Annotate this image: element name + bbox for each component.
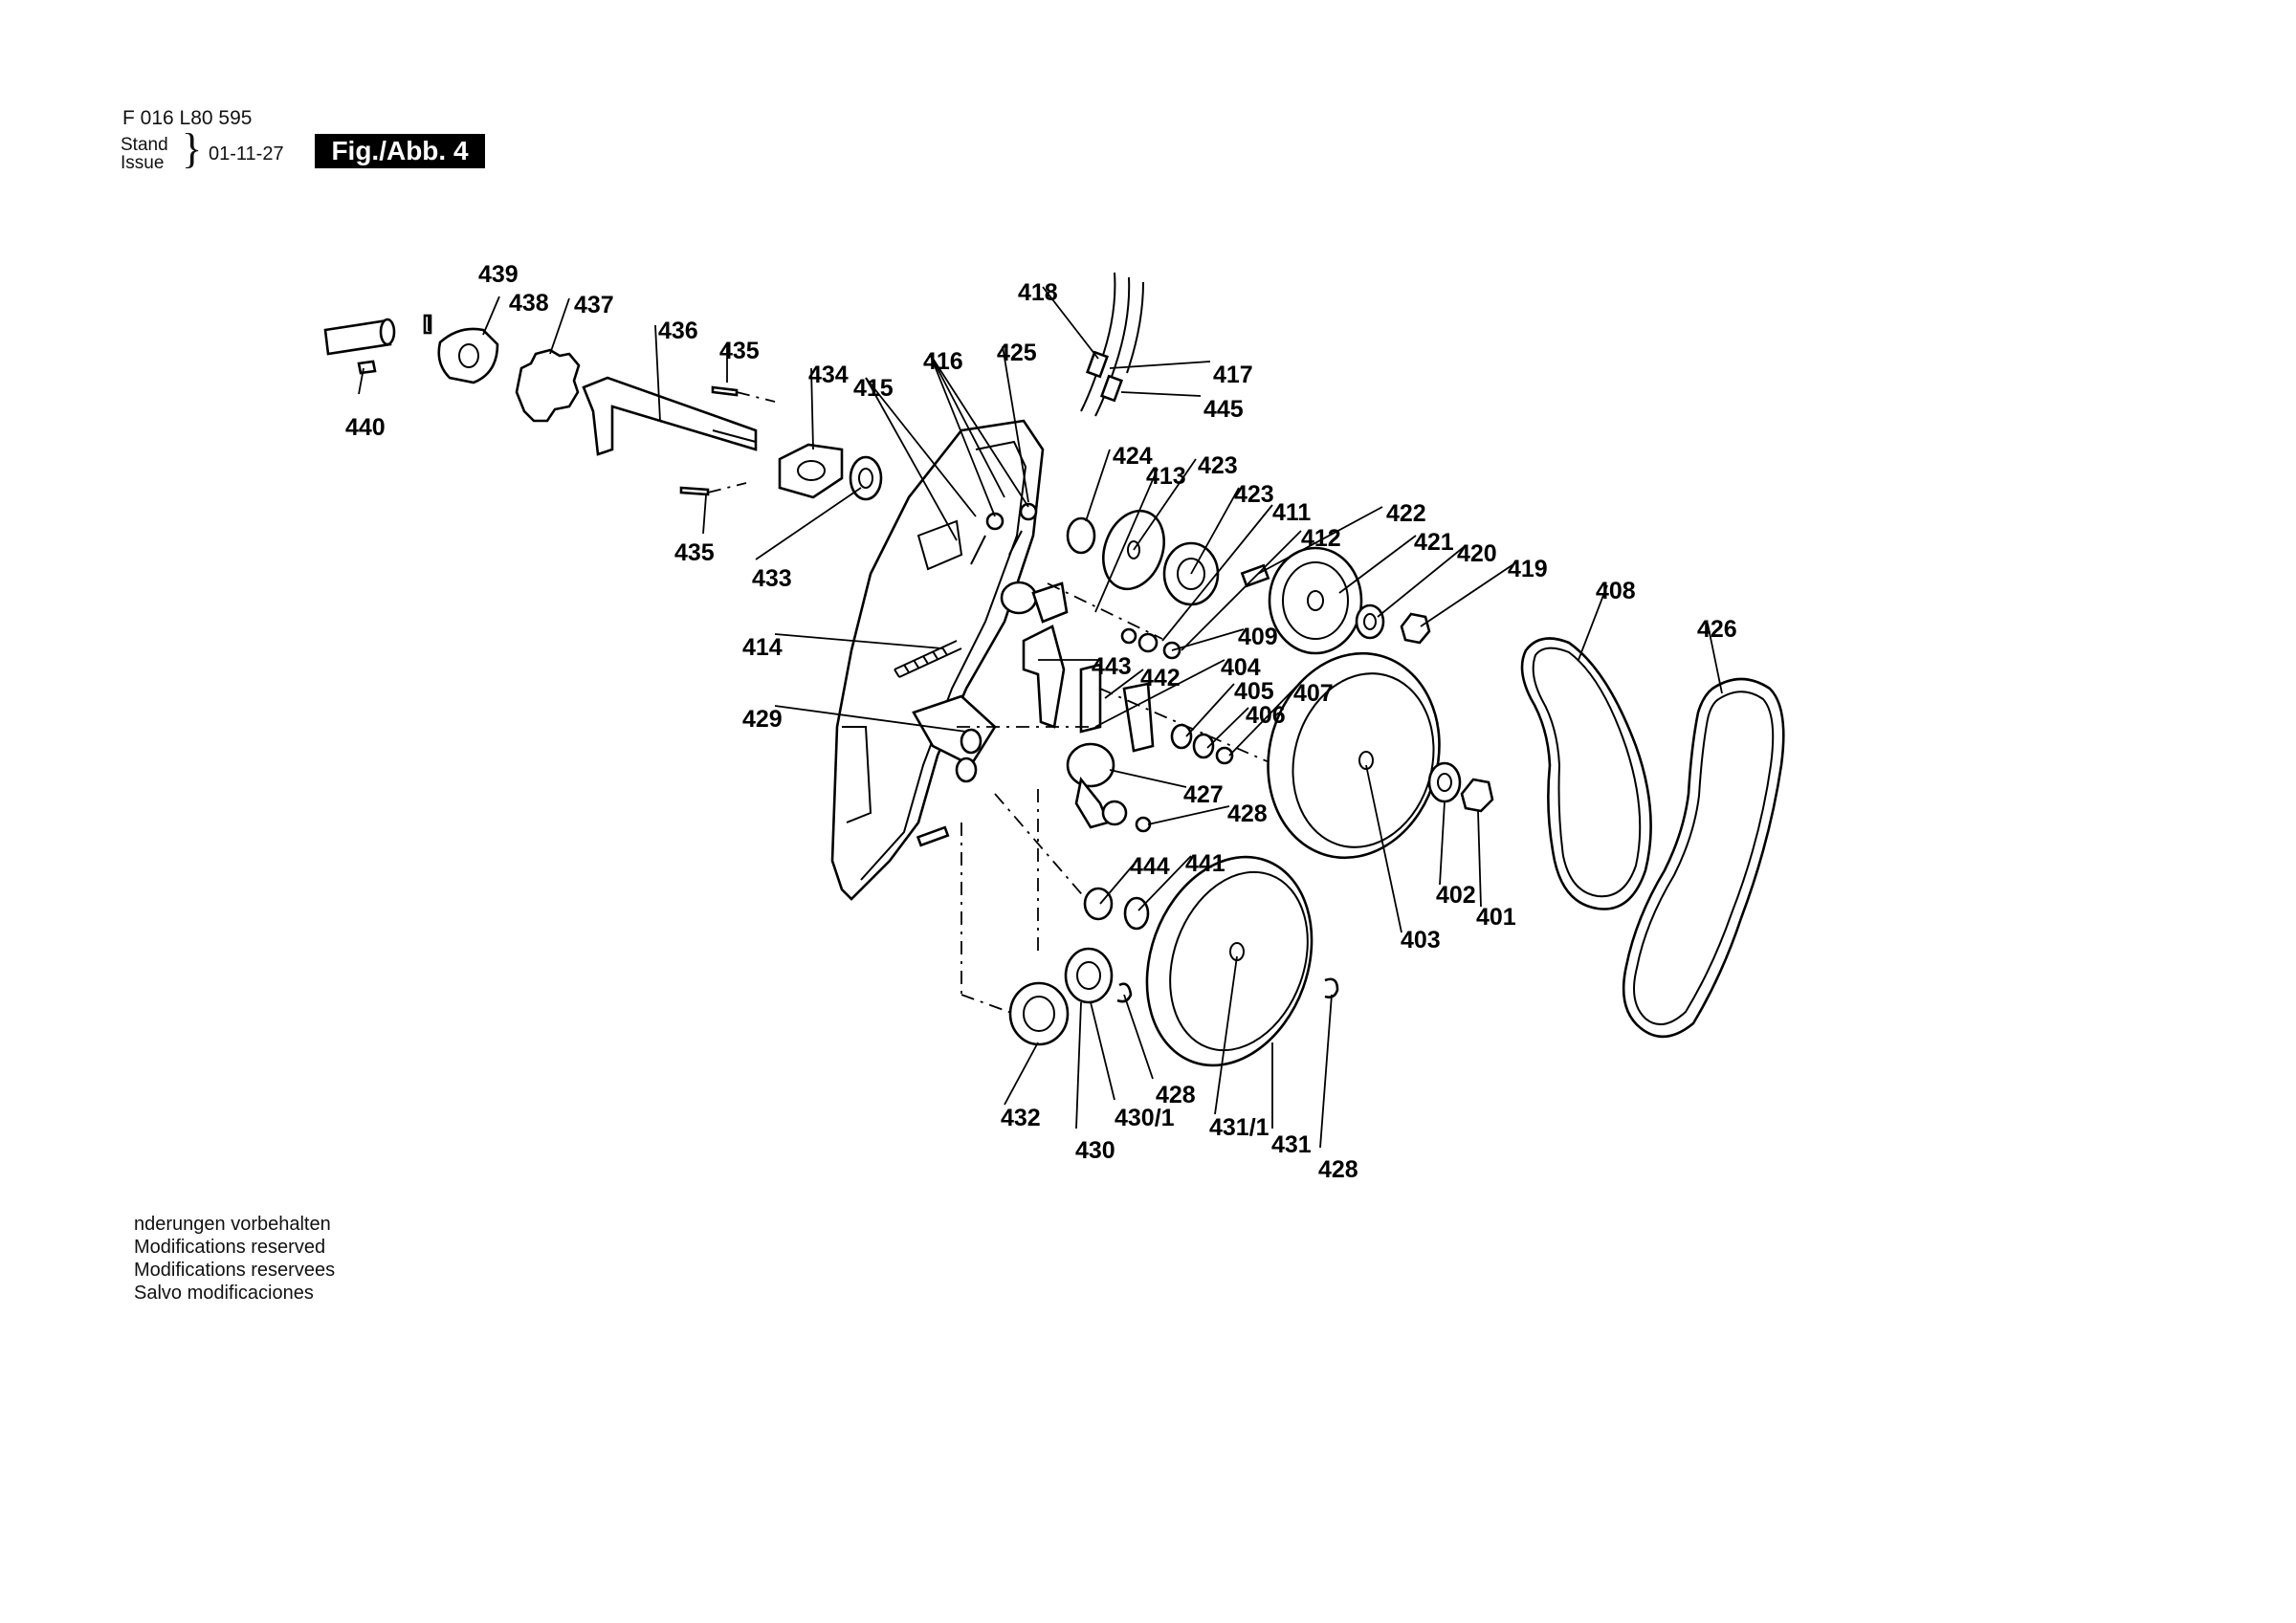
part-callout-414: 414 [742,634,783,661]
part-callout-401: 401 [1476,904,1516,931]
lower-pulley [960,789,1339,1067]
part-callout-427: 427 [1183,781,1224,808]
part-callout-435: 435 [719,338,760,364]
footer-line-de: nderungen vorbehalten [134,1214,331,1235]
part-callout-413: 413 [1146,463,1186,490]
part-callout-419: 419 [1508,556,1548,582]
part-callout-438: 438 [509,290,549,317]
drive-belts [1520,637,1785,1039]
part-callout-437: 437 [574,292,614,318]
tensioner-assembly [912,509,1431,847]
part-callout-442: 442 [1140,665,1181,691]
part-callout-428: 428 [1318,1156,1358,1183]
part-callout-416: 416 [923,348,963,375]
part-callout-439: 439 [478,261,519,288]
leader-lines [358,286,1723,1149]
part-callout-409: 409 [1238,624,1278,650]
issue-label: Issue [121,153,165,173]
part-callout-430: 430 [1075,1137,1115,1164]
part-callout-402: 402 [1436,882,1476,909]
footer-disclaimer: nderungen vorbehalten Modifications rese… [134,1213,335,1305]
part-callout-440: 440 [345,414,386,441]
part-callout-417: 417 [1213,362,1253,388]
stand-issue-label: Stand Issue [121,136,168,172]
part-callout-431: 431 [1271,1131,1312,1158]
part-callout-421: 421 [1414,529,1454,556]
part-callout-420: 420 [1457,540,1497,567]
footer-line-fr: Modifications reservees [134,1260,336,1281]
part-callout-441: 441 [1185,850,1225,877]
shaft-assembly [323,314,883,501]
part-callout-429: 429 [742,706,783,733]
part-callout-406: 406 [1246,702,1286,729]
part-callout-424: 424 [1113,443,1153,470]
figure-label: Fig./Abb. 4 [315,134,485,168]
part-callout-423: 423 [1198,452,1238,479]
footer-line-es: Salvo modificaciones [134,1283,314,1304]
part-callout-428: 428 [1156,1082,1196,1108]
part-callout-412: 412 [1301,525,1341,552]
part-callout-408: 408 [1596,578,1636,604]
part-callout-411: 411 [1272,499,1311,526]
part-callout-428: 428 [1227,801,1268,827]
part-callout-422: 422 [1386,500,1426,527]
part-callout-432: 432 [1001,1105,1041,1131]
part-callout-425: 425 [997,340,1037,366]
brace-glyph: } [182,125,203,172]
part-callout-403: 403 [1401,927,1441,954]
part-callout-426: 426 [1697,616,1737,643]
part-callout-407: 407 [1293,680,1334,707]
part-callout-415: 415 [853,375,894,402]
part-callout-434: 434 [808,362,849,388]
part-callout-436: 436 [658,318,698,344]
footer-line-en: Modifications reserved [134,1237,326,1258]
control-cables [1080,272,1144,417]
part-callout-431-1: 431/1 [1209,1114,1269,1141]
main-pulley [1267,651,1494,860]
part-callout-444: 444 [1130,853,1170,880]
issue-date: 01-11-27 [209,143,284,164]
part-callout-423: 423 [1234,481,1274,508]
part-callout-430-1: 430/1 [1115,1105,1175,1131]
part-callout-445: 445 [1203,396,1244,423]
document-code: F 016 L80 595 [122,107,253,129]
part-callout-435: 435 [674,539,715,566]
part-callout-418: 418 [1018,279,1058,306]
part-callout-433: 433 [752,565,792,592]
spring-parts [894,502,1038,678]
part-callout-404: 404 [1221,654,1261,681]
part-callout-443: 443 [1092,653,1132,680]
stand-label: Stand [121,135,168,155]
part-callout-405: 405 [1234,678,1274,705]
